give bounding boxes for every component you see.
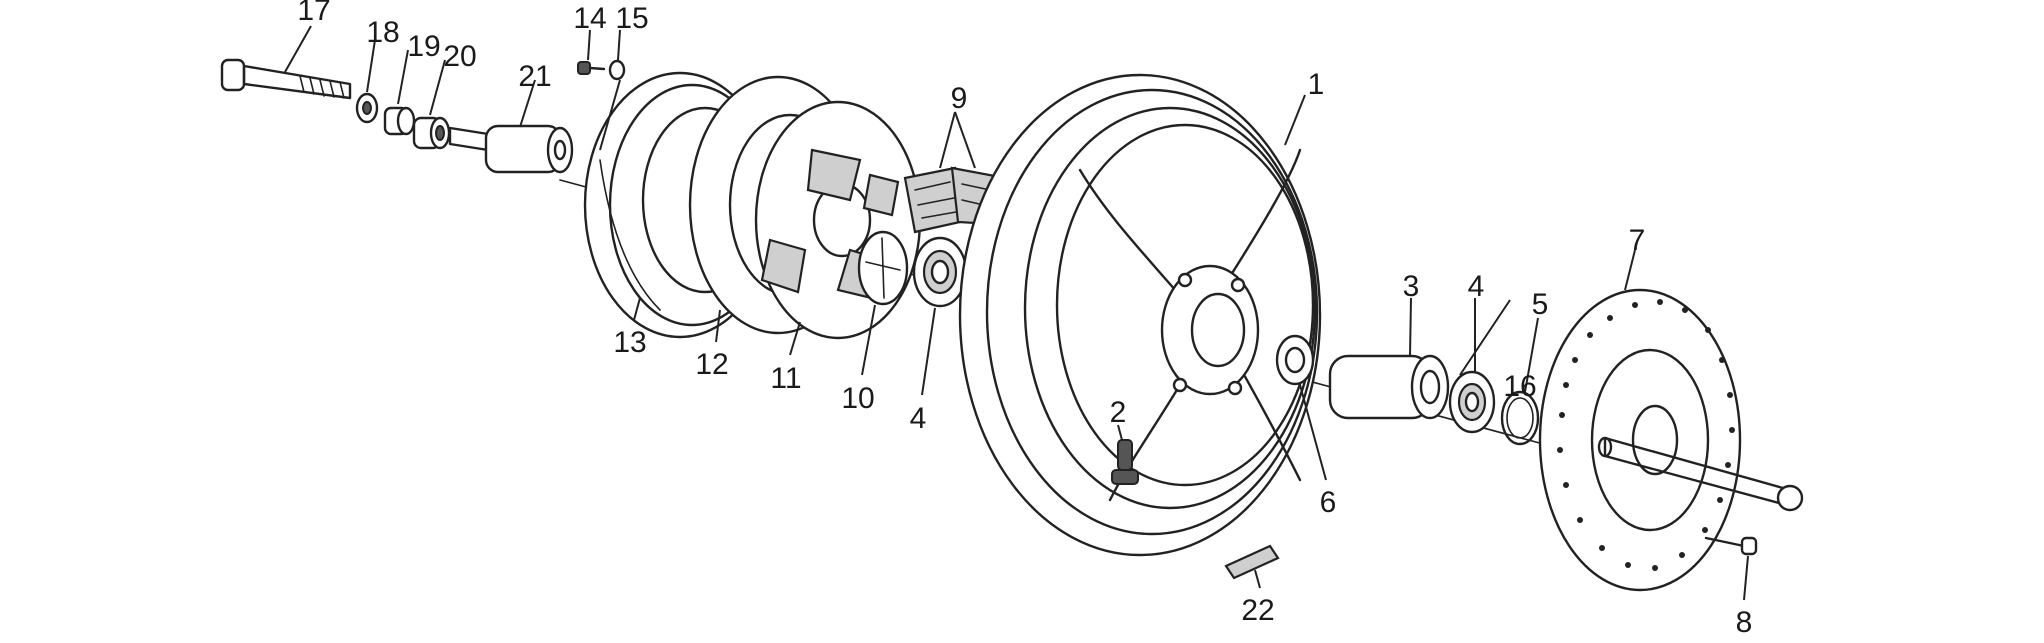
part-1-wheel — [958, 73, 1322, 557]
label-part-4-left: 4 — [910, 402, 927, 435]
label-part-2: 2 — [1110, 396, 1127, 429]
part-17-bolt — [220, 58, 352, 100]
part-5-circlip — [1500, 390, 1540, 446]
part-19-spacer — [383, 106, 416, 136]
label-part-19: 19 — [407, 30, 440, 63]
label-part-3: 3 — [1403, 270, 1420, 303]
part-11-carrier — [754, 100, 922, 340]
part-14-screw — [577, 61, 606, 75]
label-part-10: 10 — [841, 382, 874, 415]
label-part-20: 20 — [443, 40, 476, 73]
part-18-washer — [355, 92, 379, 124]
part-6-seal — [1275, 334, 1315, 386]
label-part-6: 6 — [1320, 486, 1337, 519]
label-part-4-right: 4 — [1468, 270, 1485, 303]
part-7-brake-disc — [1538, 288, 1742, 592]
label-part-22: 22 — [1241, 594, 1274, 627]
part-4-bearing-right — [1448, 370, 1496, 434]
label-part-18: 18 — [366, 16, 399, 49]
part-4-bearing-left — [912, 236, 968, 308]
part-2-valve — [1111, 439, 1139, 485]
part-20-spacer — [412, 116, 451, 150]
label-part-15: 15 — [615, 2, 648, 35]
label-part-1: 1 — [1308, 68, 1325, 101]
label-part-14: 14 — [573, 2, 606, 35]
part-8-screw — [1704, 536, 1758, 556]
label-part-5: 5 — [1532, 288, 1549, 321]
part-9-dampers — [903, 166, 997, 234]
part-16-axle — [1597, 436, 1804, 512]
label-part-11: 11 — [770, 362, 801, 395]
part-10-plate — [857, 230, 909, 306]
label-part-16: 16 — [1503, 370, 1536, 403]
part-22-weight — [1224, 544, 1280, 580]
label-part-21: 21 — [518, 60, 551, 93]
label-part-7: 7 — [1629, 224, 1646, 257]
leader-lines — [284, 25, 1749, 601]
label-part-13: 13 — [613, 326, 646, 359]
label-part-12: 12 — [695, 348, 728, 381]
part-3-sleeve — [1328, 354, 1450, 420]
part-21-spacer-tube — [448, 124, 574, 174]
part-15-washer — [608, 59, 626, 81]
label-part-8: 8 — [1736, 606, 1753, 639]
label-part-9: 9 — [951, 82, 968, 115]
label-part-17: 17 — [297, 0, 330, 27]
